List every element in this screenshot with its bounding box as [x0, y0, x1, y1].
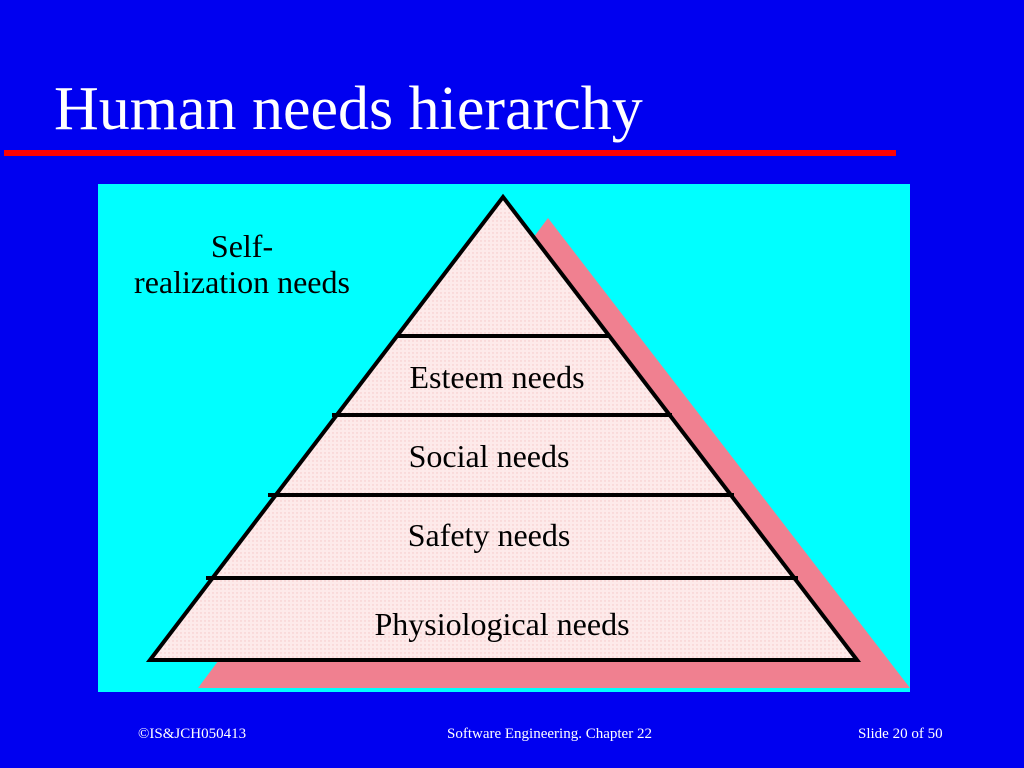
level-esteem-label: Esteem needs: [409, 359, 585, 395]
pyramid-body: [145, 193, 862, 662]
level-physiological-label: Physiological needs: [374, 606, 630, 642]
level-safety-label: Safety needs: [407, 517, 571, 553]
slide-title: Human needs hierarchy: [54, 75, 643, 143]
footer-slide-number: Slide 20 of 50: [858, 726, 943, 742]
footer-chapter: Software Engineering. Chapter 22: [447, 726, 652, 742]
apex-label-line1: Self-: [210, 228, 274, 264]
apex-label-line2: realization needs: [134, 264, 350, 300]
apex-label: Self- realization needs: [134, 228, 350, 300]
level-social-label: Social needs: [408, 438, 570, 474]
footer-copyright: ©IS&JCH050413: [138, 726, 247, 742]
title-underline: [4, 150, 896, 156]
